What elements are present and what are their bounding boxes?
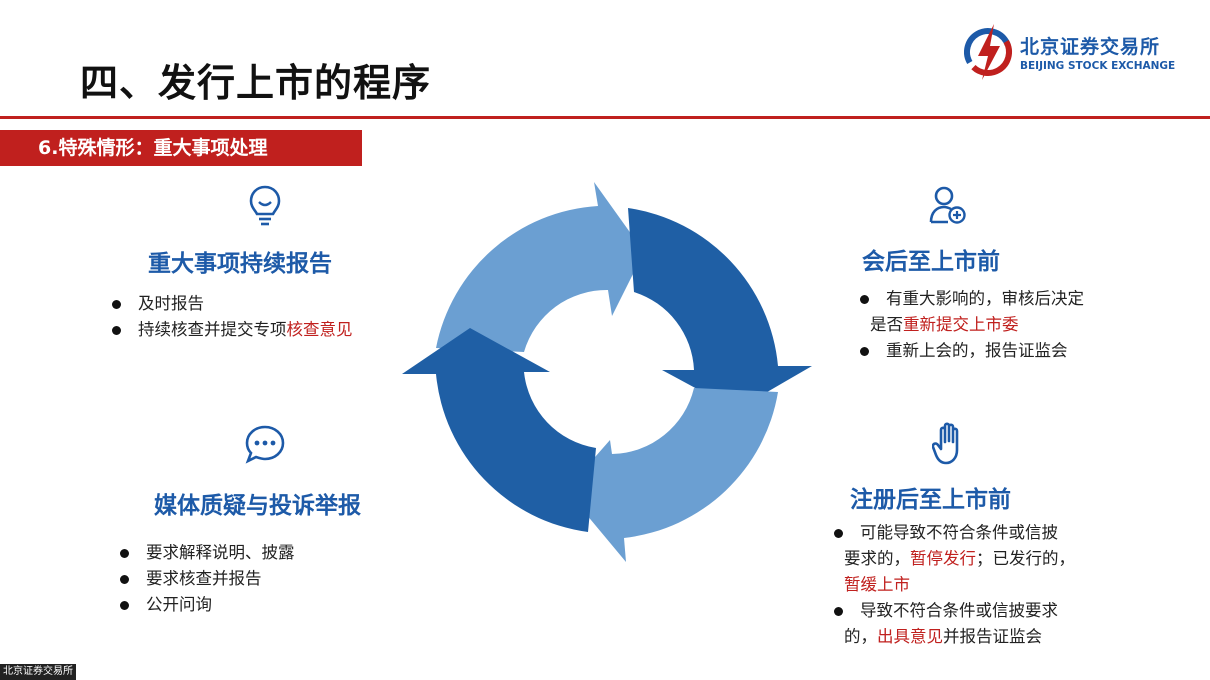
list-item: 公开问询 [118,592,295,618]
cycle-arrow-bottom [566,388,778,562]
highlight-text: 出具意见 [877,627,943,646]
list-item: 及时报告 [110,291,353,317]
user-add-icon [928,184,968,226]
cycle-arrow-top [436,182,644,352]
list-item: 持续核查并提交专项核查意见 [110,317,353,343]
list-item: 可能导致不符合条件或信披要求的，暂停发行；已发行的，暂缓上市 [832,520,1075,598]
highlight-text: 核查意见 [286,320,353,339]
heading-after-registration: 注册后至上市前 [850,487,1011,513]
bse-logo: 北京证券交易所 BEIJING STOCK EXCHANGE [964,20,1194,86]
list-continuous-report: 及时报告 持续核查并提交专项核查意见 [110,291,353,343]
highlight-text: 暂停发行 [910,549,976,568]
cycle-arrow-right [628,208,812,410]
list-item: 导致不符合条件或信披要求的，出具意见并报告证监会 [832,598,1075,650]
list-item: 要求解释说明、披露 [118,540,295,566]
title-divider [0,116,1210,119]
footer-label: 北京证券交易所 [0,664,76,680]
list-after-registration: 可能导致不符合条件或信披要求的，暂停发行；已发行的，暂缓上市 导致不符合条件或信… [832,520,1075,650]
highlight-text: 暂缓上市 [844,575,910,594]
cycle-diagram [402,182,812,562]
list-item: 要求核查并报告 [118,566,295,592]
heading-continuous-report: 重大事项持续报告 [148,251,332,277]
list-item: 重新上会的，报告证监会 [858,338,1084,364]
list-after-meeting: 有重大影响的，审核后决定是否重新提交上市委 重新上会的，报告证监会 [858,286,1084,364]
cycle-arrow-left [402,328,596,532]
lightbulb-icon [248,184,282,226]
chat-bubble-icon [244,424,286,464]
list-media-complaints: 要求解释说明、披露 要求核查并报告 公开问询 [118,540,295,618]
hand-stop-icon [932,420,968,466]
heading-after-meeting: 会后至上市前 [862,249,1000,275]
page-title: 四、发行上市的程序 [80,61,432,105]
logo-name-en: BEIJING STOCK EXCHANGE [1020,60,1176,72]
heading-media-complaints: 媒体质疑与投诉举报 [154,493,361,519]
list-item: 有重大影响的，审核后决定是否重新提交上市委 [858,286,1084,338]
bse-emblem-icon [964,24,1012,80]
section-banner: 6.特殊情形：重大事项处理 [0,130,362,166]
highlight-text: 重新提交上市委 [903,315,1019,334]
logo-name-cn: 北京证券交易所 [1020,36,1161,58]
